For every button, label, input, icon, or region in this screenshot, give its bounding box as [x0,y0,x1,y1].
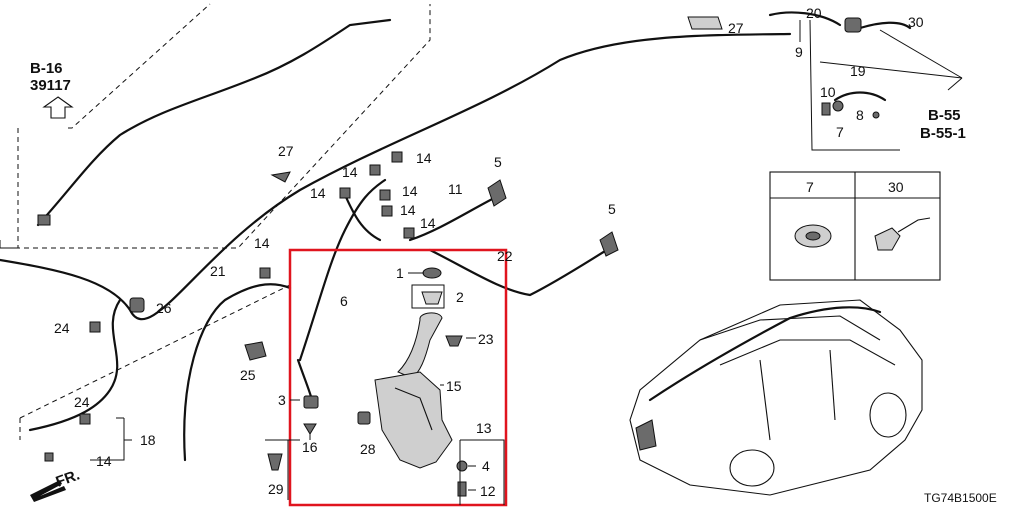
callout-15: 15 [446,378,462,394]
washer-tank [267,267,468,497]
callout-5b: 5 [608,201,616,217]
callout-6: 6 [340,293,348,309]
callout-2: 2 [456,289,464,305]
callouts: 1 2 3 4 5 5 6 7 8 9 10 11 12 13 14 14 14… [54,5,924,499]
callout-16: 16 [302,439,318,455]
callout-5a: 5 [494,154,502,170]
up-arrow-icon [42,96,74,119]
hose-lines [0,11,912,462]
callout-12: 12 [480,483,496,499]
callout-29: 29 [268,481,284,497]
callout-1: 1 [396,265,404,281]
pump-icon [874,227,901,251]
callout-28: 28 [360,441,376,457]
callout-4: 4 [482,458,490,474]
ref-b55-line2: B-55-1 [920,125,966,142]
callout-26: 26 [156,300,172,316]
inset-col-7: 7 [806,179,814,195]
callout-3: 3 [278,392,286,408]
callout-30: 30 [908,14,924,30]
callout-9: 9 [795,44,803,60]
washer-tank-highlight [288,248,508,507]
callout-14b: 14 [342,164,358,180]
callout-7: 7 [836,124,844,140]
callout-8: 8 [856,107,864,123]
ref-b16-line2: 39117 [30,77,71,94]
ref-b16-line1: B-16 [30,60,63,77]
callout-25: 25 [240,367,256,383]
dashed-region-left [0,3,431,249]
vehicle-silhouette [629,299,923,496]
callout-10: 10 [820,84,836,100]
callout-14g: 14 [254,235,270,251]
callout-27b: 27 [728,20,744,36]
callout-22: 22 [497,248,513,264]
inset-col-30: 30 [888,179,904,195]
callout-13: 13 [476,420,492,436]
inset-table [769,171,941,281]
callout-24a: 24 [54,320,70,336]
callout-24b: 24 [74,394,90,410]
callout-14h: 14 [96,453,112,469]
callout-14e: 14 [400,202,416,218]
callout-21: 21 [210,263,226,279]
callout-11: 11 [448,181,463,197]
ref-b55-line1: B-55 [928,107,961,124]
callout-27a: 27 [278,143,294,159]
callout-20: 20 [806,5,822,21]
callout-14d: 14 [402,183,418,199]
callout-14c: 14 [310,185,326,201]
callout-14f: 14 [420,215,436,231]
callout-19: 19 [850,63,866,79]
callout-23: 23 [478,331,494,347]
dashed-region-lower-left [19,284,291,440]
figure-code: TG74B1500E [924,491,997,505]
small-parts [37,16,880,462]
front-arrow-icon [30,480,66,502]
front-label: FR. [54,467,83,491]
callout-14a: 14 [416,150,432,166]
leader-lines [90,19,963,505]
callout-18: 18 [140,432,156,448]
